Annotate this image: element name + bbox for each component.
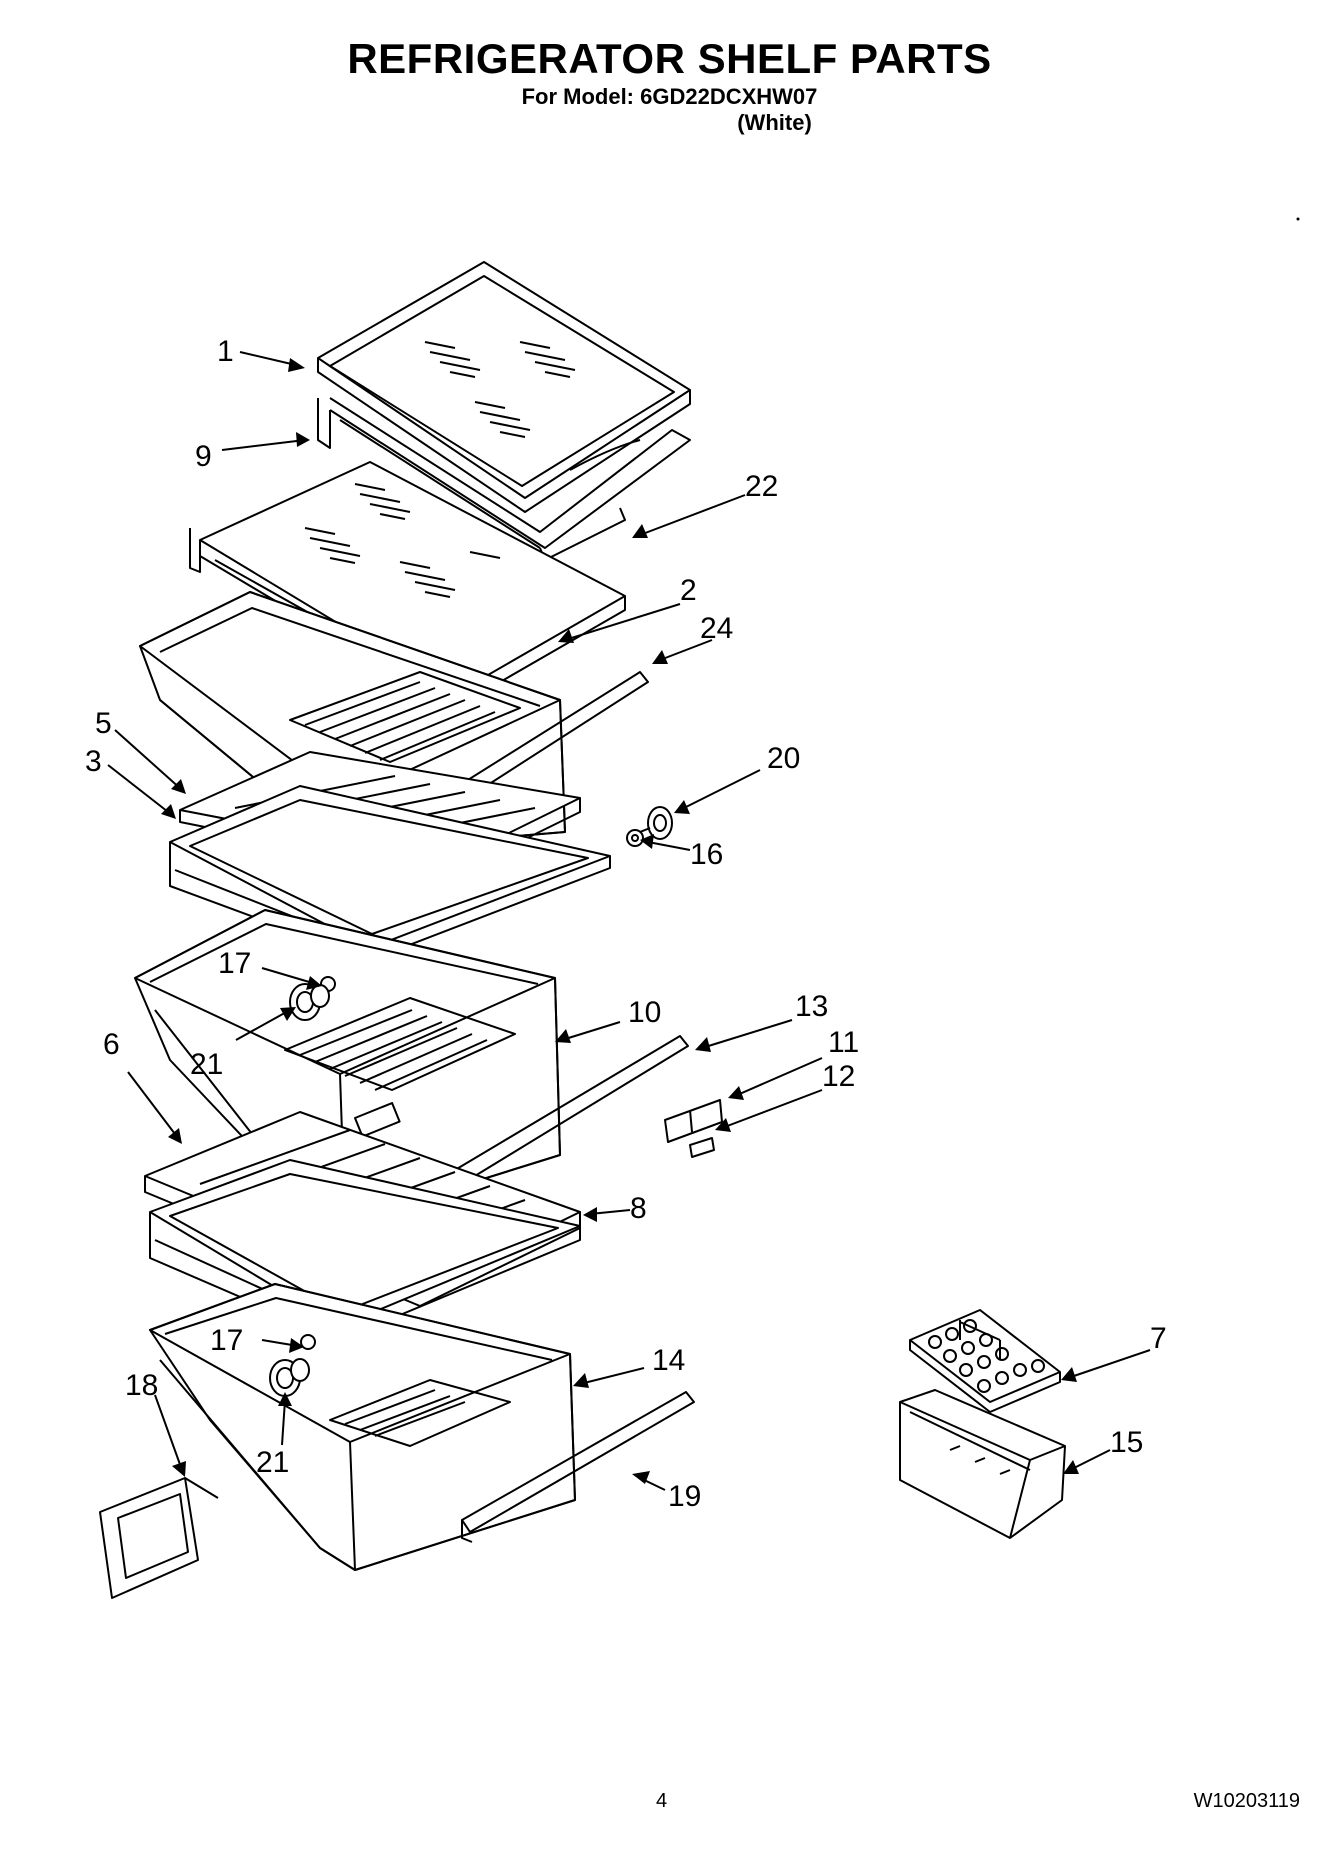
callout-7: 7 bbox=[1150, 1322, 1167, 1355]
callout-22: 22 bbox=[745, 470, 778, 503]
callout-21-upper: 21 bbox=[190, 1048, 223, 1081]
part-16-axle bbox=[626, 829, 644, 847]
part-14-pan-drawer bbox=[149, 1283, 576, 1571]
callout-labels: 1 9 22 2 24 5 3 20 16 17 21 10 13 11 12 … bbox=[85, 335, 1167, 1513]
part-15-egg-bin bbox=[899, 1389, 1066, 1539]
callout-1: 1 bbox=[217, 335, 234, 368]
part-21-wheel-lower bbox=[269, 1358, 310, 1397]
document-number: W10203119 bbox=[1193, 1790, 1300, 1812]
callout-16: 16 bbox=[690, 838, 723, 871]
header: REFRIGERATOR SHELF PARTS For Model: 6GD2… bbox=[0, 36, 1339, 136]
part-3-cover-frame bbox=[169, 785, 611, 961]
callout-2: 2 bbox=[680, 574, 697, 607]
callout-13: 13 bbox=[795, 990, 828, 1023]
callout-15: 15 bbox=[1110, 1426, 1143, 1459]
callout-14: 14 bbox=[652, 1344, 685, 1377]
callout-9: 9 bbox=[195, 440, 212, 473]
callout-17-upper: 17 bbox=[218, 947, 251, 980]
callout-20: 20 bbox=[767, 742, 800, 775]
model-line: For Model: 6GD22DCXHW07 bbox=[521, 84, 818, 109]
part-20-roller bbox=[629, 806, 673, 840]
part-12-clip bbox=[689, 1137, 715, 1158]
part-18-label-plate bbox=[99, 1477, 219, 1599]
callout-5: 5 bbox=[95, 707, 112, 740]
callout-10: 10 bbox=[628, 996, 661, 1029]
callout-18: 18 bbox=[125, 1369, 158, 1402]
callout-21-lower: 21 bbox=[256, 1446, 289, 1479]
part-19-trim-bar bbox=[461, 1391, 695, 1543]
part-21-wheel-upper bbox=[289, 983, 330, 1021]
callout-12: 12 bbox=[822, 1060, 855, 1093]
stray-dot bbox=[1296, 217, 1300, 221]
part-11-slide-bracket bbox=[664, 1099, 723, 1143]
callout-19: 19 bbox=[668, 1480, 701, 1513]
page-title: REFRIGERATOR SHELF PARTS bbox=[347, 35, 992, 82]
part-1-glass-shelf bbox=[317, 261, 691, 513]
callout-6: 6 bbox=[103, 1028, 120, 1061]
part-9-shelf-frame bbox=[317, 397, 691, 561]
part-7-egg-tray bbox=[909, 1309, 1061, 1413]
callout-3: 3 bbox=[85, 745, 102, 778]
model-variant: (White) bbox=[737, 110, 812, 135]
leader-lines bbox=[107, 351, 1151, 1491]
callout-17-lower: 17 bbox=[210, 1324, 243, 1357]
callout-11: 11 bbox=[828, 1026, 859, 1059]
callout-24: 24 bbox=[700, 612, 733, 645]
callout-8: 8 bbox=[630, 1192, 647, 1225]
part-17-bracket-lower bbox=[300, 1334, 316, 1350]
page-number: 4 bbox=[656, 1790, 668, 1812]
